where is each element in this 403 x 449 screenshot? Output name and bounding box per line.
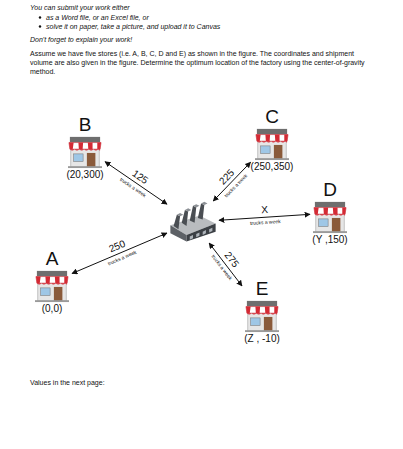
store-letter: E <box>256 279 269 299</box>
store-letter: C <box>265 107 279 127</box>
document-text: Don't forget to explain your work! <box>30 35 330 44</box>
store-icon <box>252 127 292 161</box>
factory-icon <box>167 201 219 243</box>
document-text: solve it on paper, take a picture, and u… <box>46 22 366 31</box>
store-icon <box>32 269 72 303</box>
document-text: Values in the next page: <box>30 378 330 387</box>
factory-node <box>167 201 219 243</box>
store-node: E (Z , -10) <box>242 279 282 345</box>
store-coordinates: (Y ,150) <box>312 234 347 246</box>
store-node: D (Y ,150) <box>310 180 350 246</box>
store-icon <box>310 200 350 234</box>
store-icon <box>65 135 105 169</box>
store-node: B (20,300) <box>65 115 105 181</box>
shipment-arrow <box>213 162 250 201</box>
truck-volume: X <box>259 204 268 216</box>
store-letter: D <box>323 180 337 200</box>
shipment-arrow <box>209 243 242 286</box>
document-text: as a Word file, or an Excel file, or <box>46 13 346 22</box>
store-coordinates: (0,0) <box>42 303 63 315</box>
store-node: C (250,350) <box>251 107 294 173</box>
volume-unit: trucks a week <box>248 218 281 226</box>
shipment-arrow <box>105 162 167 204</box>
store-letter: A <box>46 249 59 269</box>
document-text: You can submit your work either <box>30 3 330 12</box>
store-coordinates: (20,300) <box>66 169 103 181</box>
store-coordinates: (250,350) <box>251 161 294 173</box>
store-coordinates: (Z , -10) <box>244 333 280 345</box>
store-node: A (0,0) <box>32 249 72 315</box>
store-letter: B <box>79 115 92 135</box>
store-icon <box>242 299 282 333</box>
shipment-arrow <box>72 233 167 273</box>
document-text: Assume we have five stores (i.e. A, B, C… <box>30 49 378 76</box>
bullet-dots <box>39 16 41 27</box>
